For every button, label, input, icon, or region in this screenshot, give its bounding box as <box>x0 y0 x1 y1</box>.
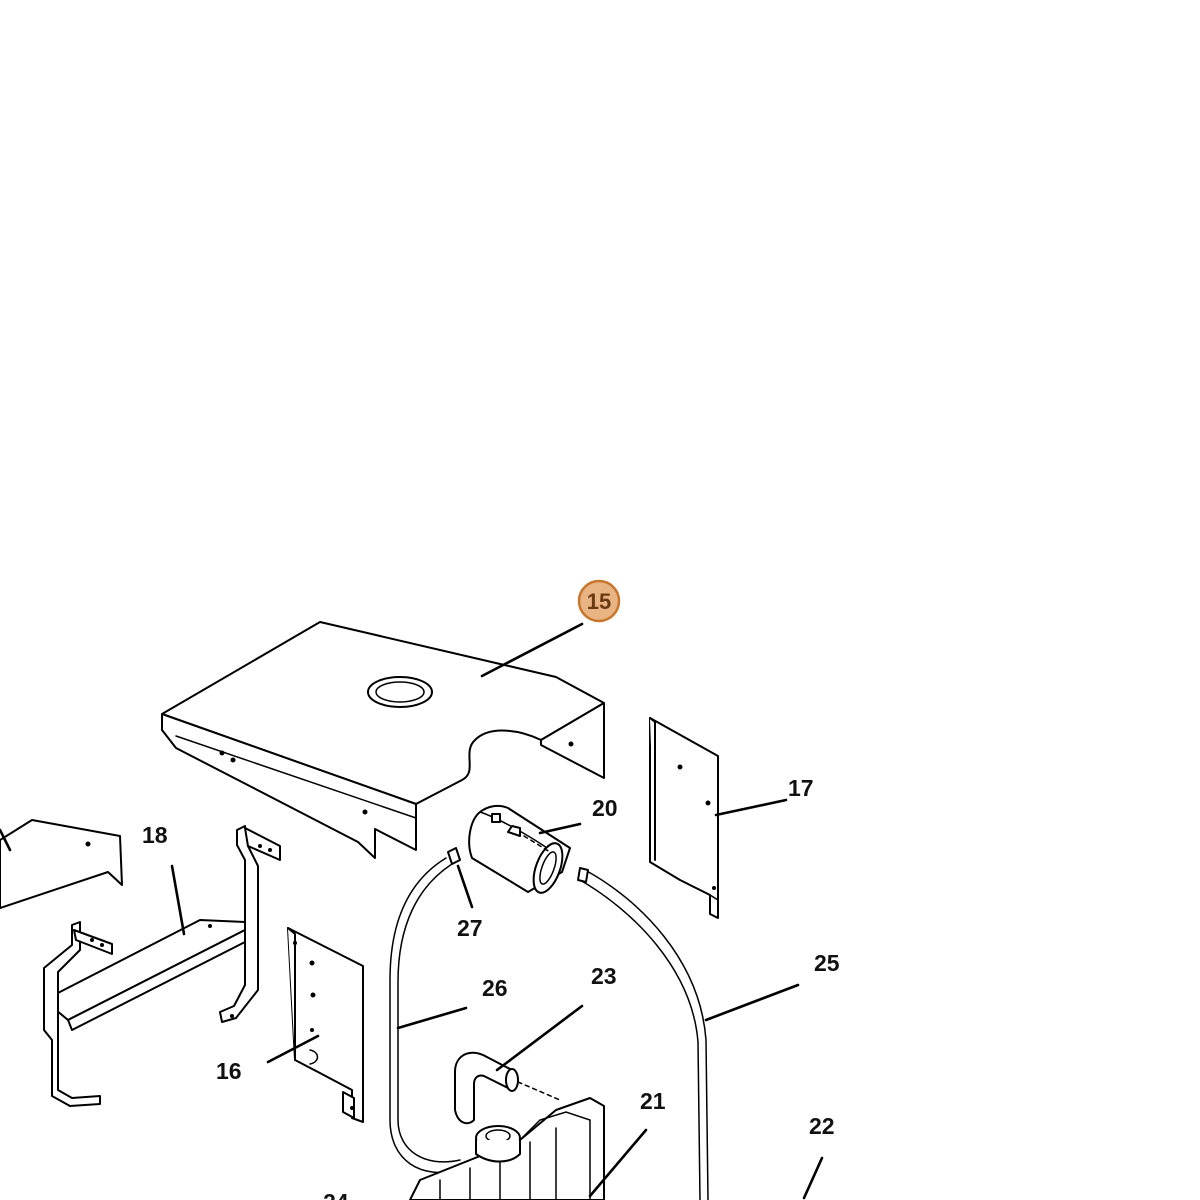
callout-labels: 17 18 20 27 25 26 23 16 21 22 24 <box>142 775 840 1200</box>
callout-15-highlight[interactable]: 15 <box>577 579 621 623</box>
part-16-side-plate <box>287 927 364 1123</box>
part-25-hose <box>577 867 709 1200</box>
part-15-cover-plate <box>161 621 605 859</box>
part-20-expansion-tank <box>468 804 571 894</box>
callout-15-label: 15 <box>587 589 611 614</box>
part-27-fitting <box>447 847 461 865</box>
callout-16[interactable]: 16 <box>216 1058 242 1084</box>
callout-20[interactable]: 20 <box>592 795 618 821</box>
callout-27[interactable]: 27 <box>457 915 483 941</box>
callout-22[interactable]: 22 <box>809 1113 835 1139</box>
callout-21[interactable]: 21 <box>640 1088 666 1114</box>
part-26-hose <box>389 857 461 1174</box>
callout-15-circle <box>577 579 621 623</box>
callout-25[interactable]: 25 <box>814 950 840 976</box>
part-left-plate <box>0 819 123 909</box>
part-18-frame-bracket <box>43 825 281 1107</box>
callout-23[interactable]: 23 <box>591 963 617 989</box>
callout-17[interactable]: 17 <box>788 775 814 801</box>
leader-lines <box>0 622 824 1200</box>
callout-18[interactable]: 18 <box>142 822 168 848</box>
part-21-radiator <box>409 1097 605 1200</box>
callout-24[interactable]: 24 <box>323 1189 349 1200</box>
part-17-side-plate <box>649 717 719 919</box>
callout-26[interactable]: 26 <box>482 975 508 1001</box>
